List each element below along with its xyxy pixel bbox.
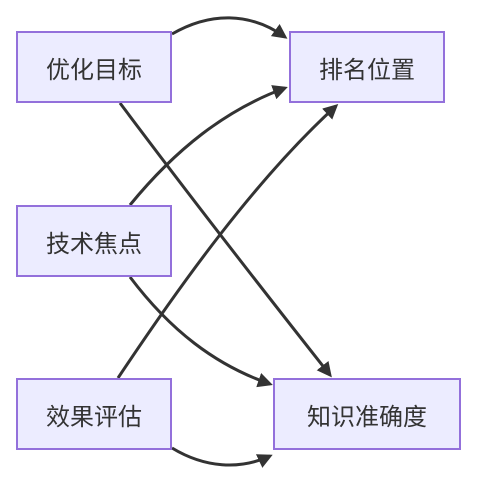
node-optimize-goal-label: 优化目标 — [46, 55, 142, 84]
node-rank-position-label: 排名位置 — [319, 55, 415, 84]
node-optimize-goal: 优化目标 — [16, 31, 172, 103]
node-rank-position: 排名位置 — [289, 31, 445, 103]
node-knowledge-accuracy: 知识准确度 — [273, 378, 461, 450]
node-tech-focus-label: 技术焦点 — [46, 229, 142, 258]
edge-tech-to-accuracy — [128, 276, 273, 388]
edge-optimize-to-rank — [171, 16, 288, 39]
edge-eval-to-accuracy — [171, 446, 273, 468]
node-effect-eval-label: 效果评估 — [46, 402, 142, 431]
node-effect-eval: 效果评估 — [16, 378, 172, 450]
node-knowledge-accuracy-label: 知识准确度 — [307, 402, 427, 431]
edge-tech-to-rank — [128, 85, 288, 206]
edge-eval-to-rank — [116, 103, 339, 379]
node-tech-focus: 技术焦点 — [16, 205, 172, 277]
edge-optimize-to-accuracy — [118, 102, 332, 378]
